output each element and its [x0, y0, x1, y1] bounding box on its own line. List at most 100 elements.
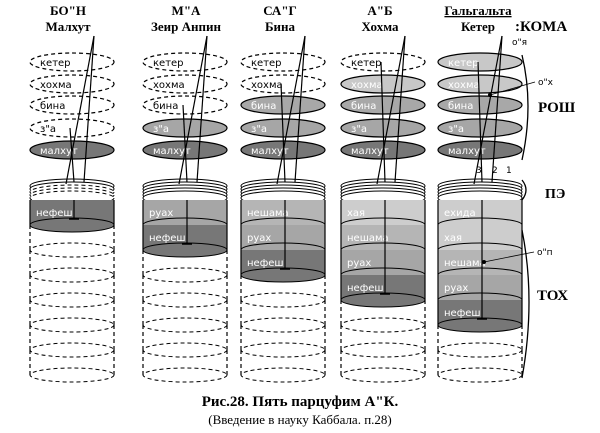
head-label-4-0: кетер [448, 58, 479, 69]
head-label-4-3: з"а [448, 124, 464, 135]
light-line-b-1 [178, 35, 208, 185]
light-line-b-3 [376, 35, 406, 185]
caption: Рис.28. Пять парцуфим А"К. (Введение в н… [202, 394, 399, 427]
body-ring-2-5 [240, 342, 326, 358]
col2-name: Бина [265, 19, 296, 34]
body-segment-0-6 [30, 350, 114, 375]
num-1: 1 [506, 166, 512, 176]
head-sefira-2-2 [240, 95, 326, 115]
body-label-4-3: руах [444, 283, 468, 294]
op-label: о"п [537, 248, 553, 258]
head-sefira-3-1 [340, 74, 426, 94]
body-ring-3-5 [340, 342, 426, 358]
body-label-3-0: хая [347, 208, 365, 219]
oh-pointer [489, 81, 536, 96]
body-ring-2-3 [240, 292, 326, 308]
oh-dot [488, 93, 492, 97]
head-label-2-0: кетер [251, 58, 282, 69]
body-ring-4-5 [437, 342, 523, 358]
col4-name: Кетер [461, 19, 495, 34]
body-ring-1-1 [142, 242, 228, 258]
caption-title: Рис.28. Пять парцуфим А"К. [202, 394, 399, 410]
pe-label: ПЭ [545, 187, 565, 202]
body-segment-1-4 [143, 300, 227, 325]
col1-name: Зеир Анпин [151, 19, 221, 34]
body-label-2-2: нефеш [247, 258, 284, 269]
body-label-4-4: нефеш [444, 308, 481, 319]
body-segment-1-5 [143, 325, 227, 350]
body-ring-0-6 [29, 367, 115, 383]
head-label-2-3: з"а [251, 124, 267, 135]
body-label-3-1: нешама [347, 233, 389, 244]
head-label-3-2: бина [351, 101, 376, 112]
body-ring-3-3 [340, 292, 426, 308]
head-label-4-2: бина [448, 101, 473, 112]
num-3: 3 [476, 166, 482, 176]
toh-bracket [521, 229, 530, 379]
head-label-0-2: бина [40, 101, 65, 112]
head-label-0-3: з"а [40, 124, 56, 135]
head-label-3-3: з"а [351, 124, 367, 135]
body-segment-1-6 [143, 350, 227, 375]
head-label-0-1: хохма [40, 80, 72, 91]
body-segment-0-4 [30, 300, 114, 325]
head-sefira-0-3 [29, 118, 115, 138]
toh-label: ТОХ [537, 288, 568, 304]
body-ring-1-4 [142, 317, 228, 333]
col3-name: Хохма [362, 19, 399, 34]
head-sefira-1-1 [142, 74, 228, 94]
body-ring-0-1 [29, 242, 115, 258]
num-2: 2 [492, 166, 498, 176]
light-line-a-3 [394, 35, 406, 183]
return-line-0 [69, 127, 75, 183]
return-line-2 [280, 83, 286, 183]
body-label-1-0: руах [149, 208, 173, 219]
body-ring-1-6 [142, 367, 228, 383]
body-label-4-0: ехида [444, 208, 476, 219]
head-label-2-1: хохма [251, 80, 283, 91]
col1-code: М"А [172, 3, 201, 18]
head-sefira-2-1 [240, 74, 326, 94]
body-label-4-1: хая [444, 233, 462, 244]
body-label-3-3: нефеш [347, 283, 384, 294]
head-label-1-0: кетер [153, 58, 184, 69]
head-label-3-1: хохма [351, 80, 383, 91]
head-label-1-3: з"а [153, 124, 169, 135]
col4-code: Гальгальта [444, 3, 512, 18]
head-sefira-0-2 [29, 95, 115, 115]
koma-label: :КОМА [515, 19, 567, 35]
oh-label: о"х [538, 78, 554, 88]
body-label-4-2: нешама [444, 258, 486, 269]
rosh-bracket [521, 54, 529, 161]
body-segment-2-5 [241, 325, 325, 350]
body-segment-3-5 [341, 325, 425, 350]
light-line-b-2 [276, 35, 306, 185]
oya-label: о"я [512, 38, 527, 48]
body-label-2-0: нешама [247, 208, 289, 219]
body-ring-0-3 [29, 292, 115, 308]
body-segment-2-6 [241, 350, 325, 375]
head-sefira-1-2 [142, 95, 228, 115]
head-label-1-4: малхут [153, 146, 191, 157]
head-label-3-4: малхут [351, 146, 389, 157]
body-ring-0-5 [29, 342, 115, 358]
head-label-0-0: кетер [40, 58, 71, 69]
col0-name: Малхут [45, 19, 91, 34]
head-label-0-4: малхут [40, 146, 78, 157]
body-ring-2-6 [240, 367, 326, 383]
body-segment-0-2 [30, 250, 114, 275]
head-label-4-4: малхут [448, 146, 486, 157]
light-line-a-1 [196, 35, 208, 183]
column-headers: БО"Н Малхут М"А Зеир Анпин СА"Г Бина А"Б… [45, 3, 512, 34]
body-segment-2-4 [241, 300, 325, 325]
body-ring-4-4 [437, 317, 523, 333]
head-label-2-2: бина [251, 101, 276, 112]
body-ring-1-3 [142, 292, 228, 308]
body-ring-0-4 [29, 317, 115, 333]
caption-source: (Введение в науку Каббала. п.28) [208, 412, 392, 427]
body-ring-1-2 [142, 267, 228, 283]
head-label-1-1: хохма [153, 80, 185, 91]
